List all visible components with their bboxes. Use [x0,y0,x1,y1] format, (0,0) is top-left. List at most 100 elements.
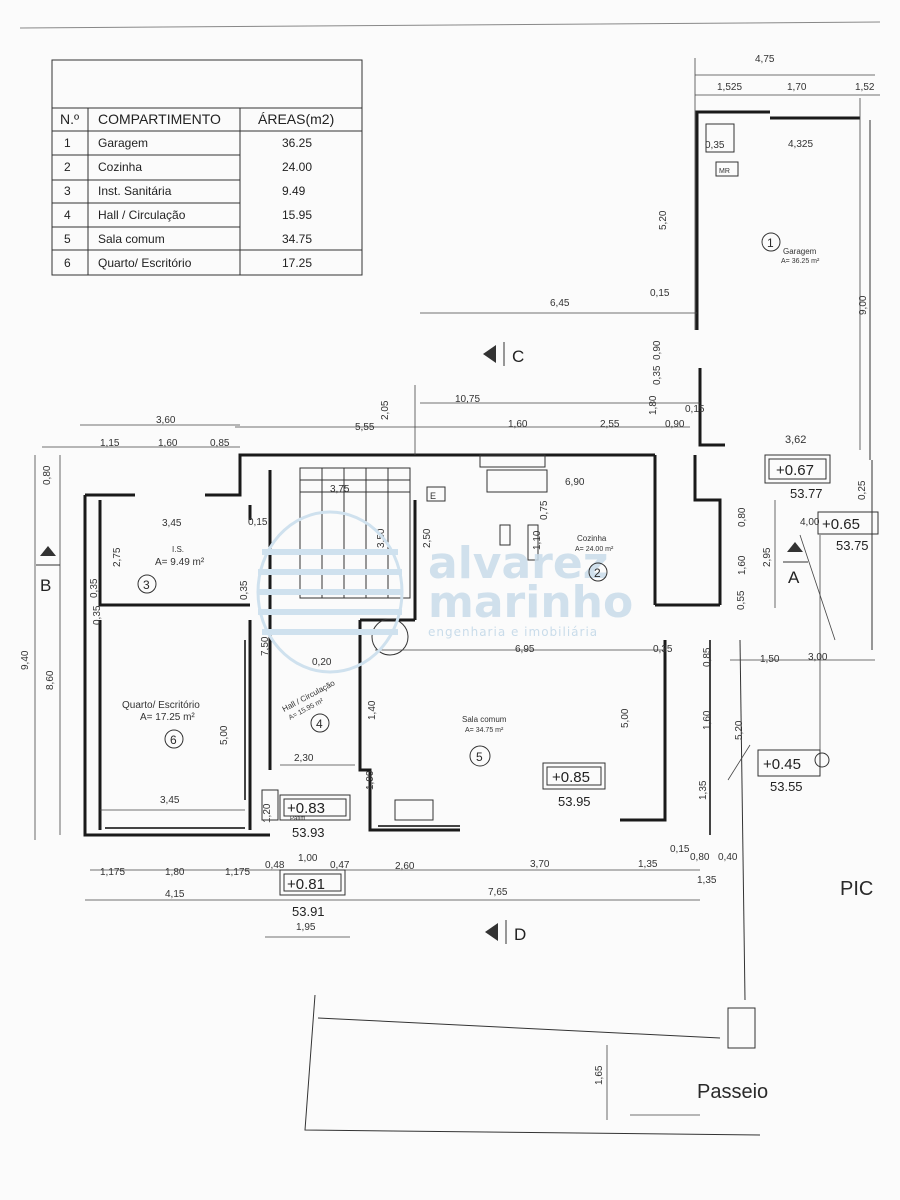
room-marker-3 [137,574,157,594]
dim-035b: 0,35 [92,605,103,625]
table-cell-number: 5 [64,232,71,246]
level-box-067 [764,454,831,484]
dim-020: 0,20 [312,657,332,668]
level-mark-067: +0.67 [776,462,814,479]
wall-hall-east [358,620,372,820]
dim-345b: 3,45 [160,795,180,806]
dim-048: 0,48 [265,860,285,871]
dim-370: 3,70 [530,859,550,870]
dim-375: 3,75 [330,484,350,495]
dim-035a: 0,35 [652,365,663,385]
dim-110: 1,10 [532,530,543,550]
dim-035c: 0,35 [89,578,100,598]
table-cell-room: Sala comum [98,232,165,246]
room-name-quarto: Quarto/ Escritório [122,700,200,711]
dim-300: 3,00 [808,652,828,663]
room-num-quarto: 6 [170,733,177,747]
dim-195: 1,95 [296,922,316,933]
room-num-sala: 5 [476,750,483,764]
table-cell-room: Quarto/ Escritório [98,256,192,270]
room-num-is: 3 [143,578,150,592]
room-num-hall: 4 [316,717,323,731]
dim-1075: 10,75 [455,394,480,405]
table-cell-number: 1 [64,136,71,150]
dim-695: 6,95 [515,644,535,655]
dim-135c: 1,35 [697,875,717,886]
dim-015c: 0,15 [248,517,268,528]
room-marker-4 [310,713,330,733]
dim-1175a: 1,175 [100,867,125,878]
dim-260: 2,60 [395,861,415,872]
watermark-line1: alvarez [428,538,608,589]
dimension-lines [34,58,880,1120]
dim-085a: 0,85 [210,438,230,449]
dim-160b: 1,60 [158,438,178,449]
dim-garage-inner: 4,325 [788,139,813,150]
section-a-arrow-icon [783,542,808,563]
dim-205: 2,05 [380,400,391,420]
dim-090a: 0,90 [652,340,663,360]
dim-500b: 5,00 [620,708,631,728]
dim-040: 0,40 [718,852,738,863]
table-cell-number: 3 [64,184,71,198]
room-area-sala: A= 34.75 m² [465,727,504,734]
dim-520b: 5,20 [734,720,745,740]
dim-035e: 0,35 [653,644,673,655]
dim-025: 0,25 [857,480,868,500]
room-area-cozinha: A= 24.00 m² [575,546,614,553]
section-label-b: B [40,576,51,595]
dim-015a: 0,15 [650,288,670,299]
dim-080d: 0,80 [690,852,710,863]
dim-860: 8,60 [45,670,56,690]
dim-500a: 5,00 [219,725,230,745]
label-mr: MR [719,168,730,175]
level-alt-081: 53.91 [292,904,325,919]
site-boundary-lower [304,994,761,1136]
section-label-c: C [512,347,524,366]
dim-080a: 0,80 [42,465,53,485]
dim-140: 1,40 [367,700,378,720]
room-marker-6 [164,729,184,749]
dim-190: 1,90 [365,770,376,790]
room-num-garagem: 1 [767,236,774,250]
dim-362: 3,62 [785,434,806,446]
dim-645: 6,45 [550,298,570,309]
dim-garage-900: 9,00 [858,295,869,315]
dim-295: 2,95 [762,547,773,567]
dim-345a: 3,45 [162,518,182,529]
electric-box [426,486,446,502]
dim-015b: 0,15 [685,404,705,415]
dim-360: 3,60 [156,415,176,426]
dim-160d: 1,60 [702,710,713,730]
dim-275: 2,75 [112,547,123,567]
section-c-arrow-icon [483,342,505,366]
level-alt-085: 53.95 [558,794,591,809]
garage-wall-lower-left [698,368,725,447]
room-name-is: I.S. [172,545,184,554]
level-alt-065: 53.75 [836,538,869,553]
dim-555: 5,55 [355,422,375,433]
wall-south-sala [368,820,460,832]
garage-wall-left [695,110,770,330]
table-cell-room: Inst. Sanitária [98,184,172,198]
table-cell-area: 34.75 [282,232,312,246]
scan-edge-line [19,21,881,29]
table-header-number: N.º [60,111,79,127]
dim-120: 1,20 [262,803,273,823]
watermark-tagline: engenharia e imobiliária [428,625,598,639]
sofa-shape [394,799,434,821]
dim-180b: 1,80 [165,867,185,878]
room-area-garagem: A= 36.25 m² [781,258,820,265]
level-box-085 [542,762,606,790]
garage-column [705,123,735,153]
dim-top-b: 1,70 [787,82,807,93]
dim-165: 1,65 [594,1065,605,1085]
garage-mr-box [715,161,739,177]
table-cell-number: 6 [64,256,71,270]
kitchen-island-b [527,524,539,561]
wall-west [83,495,270,837]
dim-top-a: 1,525 [717,82,742,93]
wall-north [205,453,655,497]
